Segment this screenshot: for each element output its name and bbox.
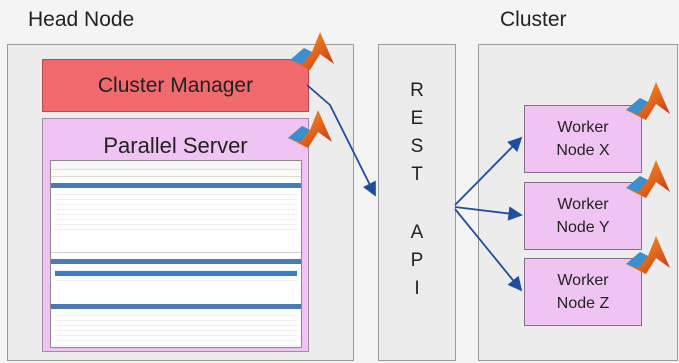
- arrow-rest-to-worker-x: [454, 136, 523, 206]
- cluster-title: Cluster: [500, 8, 567, 31]
- rest-api-panel: R E S T A P I: [378, 44, 456, 361]
- rest-api-letter: S: [410, 136, 424, 157]
- head-node-title: Head Node: [28, 8, 135, 31]
- worker-label-line1: Worker: [557, 272, 609, 289]
- rest-api-letter: E: [410, 108, 424, 129]
- worker-label-line2: Node Z: [556, 295, 610, 312]
- matlab-logo-icon: [626, 160, 670, 198]
- worker-label-line2: Node Y: [556, 219, 610, 236]
- job-monitor-screenshot: [50, 160, 302, 348]
- rest-api-letter: R: [410, 80, 424, 101]
- rest-api-letter: P: [410, 250, 424, 271]
- rest-api-letter: T: [411, 164, 423, 185]
- matlab-logo-icon: [290, 32, 334, 70]
- worker-node-x: Worker Node X: [524, 105, 642, 173]
- worker-node-y: Worker Node Y: [524, 182, 642, 250]
- arrow-rest-to-worker-z: [454, 208, 523, 292]
- matlab-logo-icon: [626, 236, 670, 274]
- arrow-rest-to-worker-y: [454, 206, 523, 221]
- worker-label-line1: Worker: [557, 119, 609, 136]
- matlab-logo-icon: [626, 82, 670, 120]
- worker-label-line1: Worker: [557, 196, 609, 213]
- arrow-manager-to-rest: [306, 84, 376, 197]
- matlab-logo-icon: [288, 110, 332, 148]
- worker-node-z: Worker Node Z: [524, 258, 642, 326]
- cluster-manager-label: Cluster Manager: [97, 73, 254, 97]
- rest-api-letter: I: [414, 278, 420, 299]
- worker-label-line2: Node X: [556, 142, 610, 159]
- parallel-server-label: Parallel Server: [103, 133, 248, 158]
- rest-api-letter: A: [410, 222, 424, 243]
